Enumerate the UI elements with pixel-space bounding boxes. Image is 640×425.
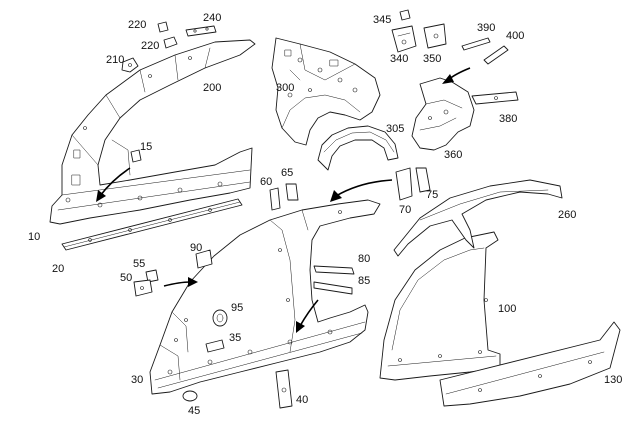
callout-100: 100 (498, 303, 516, 315)
callout-400: 400 (506, 30, 524, 42)
callout-35: 35 (229, 332, 241, 344)
callout-75: 75 (426, 189, 438, 201)
wheel-arch-305-part (317, 125, 399, 171)
rear-quarter-inner-360-part (411, 77, 475, 151)
callout-380: 380 (499, 113, 517, 125)
callout-labels: 10 15 20 30 35 40 45 50 55 60 65 70 75 8… (28, 12, 622, 417)
bracket-35-part (205, 339, 225, 353)
bracket-380-part (471, 91, 519, 105)
strut-85-part (313, 281, 353, 295)
arrow-50-head (188, 277, 198, 287)
callout-45: 45 (188, 405, 200, 417)
arrow-15-head (96, 190, 106, 202)
strip-390-part (461, 37, 491, 51)
callout-85: 85 (358, 275, 370, 287)
callout-200: 200 (203, 82, 221, 94)
bracket-220-lower-part (163, 36, 178, 49)
callout-40: 40 (296, 394, 308, 406)
arrow-85-head (296, 321, 305, 333)
callout-130: 130 (604, 374, 622, 386)
clip-345-part (399, 9, 411, 21)
bracket-240-part (185, 25, 217, 37)
callout-55: 55 (133, 258, 145, 270)
outer-body-side-30-part (149, 199, 381, 395)
inner-side-frame-part (49, 39, 256, 225)
callout-360: 360 (444, 149, 462, 161)
callout-80: 80 (358, 253, 370, 265)
rocker-panel-130-part (439, 321, 621, 407)
callout-240: 240 (203, 12, 221, 24)
gusset-15-part (130, 149, 142, 163)
callout-300: 300 (276, 82, 294, 94)
bracket-50-part (133, 279, 153, 297)
arrow-85 (299, 299, 319, 327)
bracket-65-part (285, 183, 299, 201)
arrow-to-outer-side (335, 179, 393, 197)
bracket-220-upper-part (157, 21, 169, 33)
sill-reinforcement-part (61, 198, 243, 251)
plate-70-part (395, 167, 413, 201)
callout-20: 20 (52, 263, 64, 275)
callout-60: 60 (260, 176, 272, 188)
callout-95: 95 (231, 302, 243, 314)
arrow-to-360-head (442, 74, 454, 84)
callout-220-lower: 220 (141, 40, 159, 52)
callout-210: 210 (106, 54, 124, 66)
outer-side-panel-100-part (379, 231, 501, 381)
callout-10: 10 (28, 231, 40, 243)
callout-70: 70 (399, 204, 411, 216)
roof-rail-260-part (393, 179, 563, 257)
arrow-50 (163, 281, 191, 287)
bracket-210-part (121, 57, 139, 73)
plug-95-part (212, 309, 228, 327)
bracket-55-part (145, 269, 159, 283)
bracket-40-part (275, 369, 293, 409)
arrow-to-outer-side-head (330, 190, 342, 202)
callout-340: 340 (390, 53, 408, 65)
callout-345: 345 (373, 14, 391, 26)
callout-15: 15 (140, 141, 152, 153)
rear-wheelhouse-inner-part (271, 37, 381, 146)
callout-350: 350 (423, 53, 441, 65)
plate-75-part (415, 167, 431, 193)
callout-220-upper: 220 (128, 19, 146, 31)
callout-260: 260 (558, 209, 576, 221)
bracket-340-part (391, 25, 417, 53)
callout-90: 90 (190, 242, 202, 254)
callout-65: 65 (281, 167, 293, 179)
callout-390: 390 (477, 22, 495, 34)
bracket-350-part (423, 23, 447, 49)
strip-400-part (483, 45, 509, 65)
bracket-60-part (269, 187, 281, 211)
callout-50: 50 (120, 272, 132, 284)
callout-30: 30 (131, 374, 143, 386)
plug-45-part (182, 390, 198, 402)
callout-305: 305 (386, 123, 404, 135)
bracket-90-part (195, 249, 213, 269)
strut-80-part (313, 265, 355, 275)
pointer-arrows (96, 67, 471, 333)
